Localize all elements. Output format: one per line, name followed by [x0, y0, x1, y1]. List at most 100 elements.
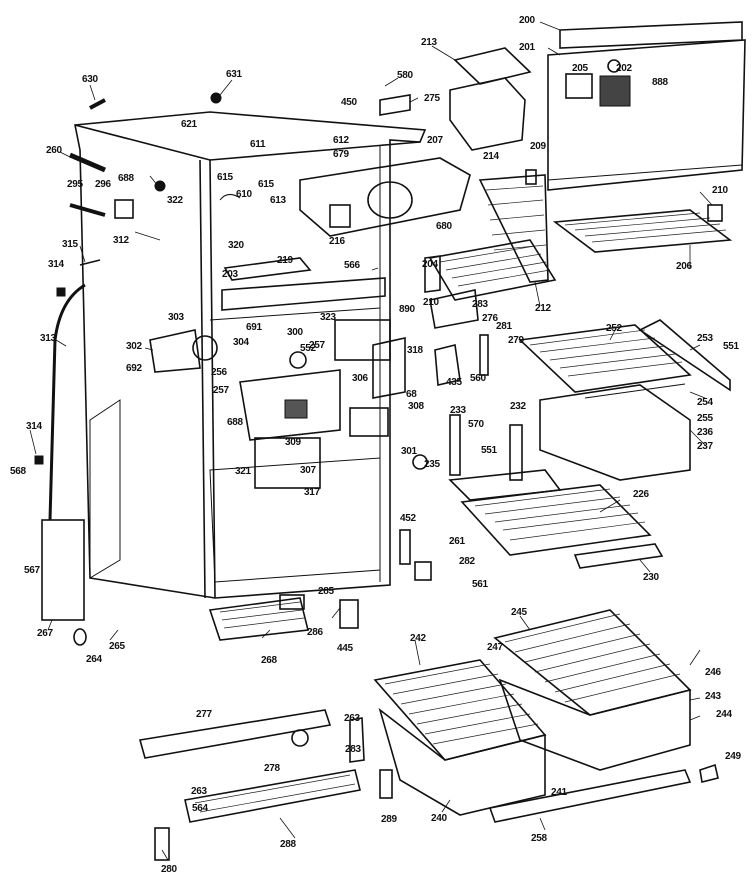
callout-label: 308 [408, 401, 424, 412]
evaporator-cover-207 [299, 157, 471, 237]
callout-label: 450 [341, 97, 357, 108]
crisper-pans-240-246 [373, 609, 692, 823]
callout-label: 252 [606, 323, 622, 334]
callout-label: 314 [26, 421, 42, 432]
callout-label: 692 [126, 363, 142, 374]
callout-label: 260 [46, 145, 62, 156]
callout-label: 318 [407, 345, 423, 356]
callout-label: 210 [712, 185, 728, 196]
callout-label: 253 [697, 333, 713, 344]
callout-label: 232 [510, 401, 526, 412]
rail-253 [638, 319, 731, 392]
callout-label: 258 [531, 833, 547, 844]
callout-label: 244 [716, 709, 732, 720]
ice-tray-213-214 [449, 47, 532, 151]
left-small-parts [34, 92, 222, 521]
shelf-226 [448, 469, 664, 569]
callout-label: 240 [431, 813, 447, 824]
callout-label: 691 [246, 322, 262, 333]
callout-label: 281 [496, 321, 512, 332]
callout-label: 306 [352, 373, 368, 384]
callout-label: 233 [450, 405, 466, 416]
callout-label: 890 [399, 304, 415, 315]
callout-label: 289 [381, 814, 397, 825]
callout-label: 282 [459, 556, 475, 567]
leader-lines [29, 21, 713, 861]
callout-label: 283 [345, 744, 361, 755]
callout-label: 321 [235, 466, 251, 477]
callout-label: 236 [697, 427, 713, 438]
callout-label: 230 [643, 572, 659, 583]
callout-label: 256 [211, 367, 227, 378]
callout-label: 267 [37, 628, 53, 639]
callout-label: 435 [446, 377, 462, 388]
callout-label: 288 [280, 839, 296, 850]
callout-label: 580 [397, 70, 413, 81]
callout-label: 302 [126, 341, 142, 352]
callout-label: 261 [449, 536, 465, 547]
callout-label: 315 [62, 239, 78, 250]
callout-label: 254 [697, 397, 713, 408]
callout-label: 566 [344, 260, 360, 271]
callout-label: 615 [258, 179, 274, 190]
freezer-shelf-206 [552, 209, 733, 253]
callout-label: 280 [161, 864, 177, 875]
callout-label: 263 [191, 786, 207, 797]
callout-label: 235 [424, 459, 440, 470]
meat-pan-252-255 [518, 324, 692, 481]
callout-label: 314 [48, 259, 64, 270]
callout-label: 301 [401, 446, 417, 457]
callout-label: 615 [217, 172, 233, 183]
callout-label: 688 [118, 173, 134, 184]
callout-label: 210 [423, 297, 439, 308]
callout-label: 570 [468, 419, 484, 430]
callout-label: 201 [519, 42, 535, 53]
callout-label: 200 [519, 15, 535, 26]
callout-label: 320 [228, 240, 244, 251]
callout-label: 279 [508, 335, 524, 346]
callout-label: 304 [233, 337, 249, 348]
callout-label: 268 [261, 655, 277, 666]
callout-label: 611 [250, 139, 266, 150]
callout-label: 679 [333, 149, 349, 160]
callout-label: 263 [344, 713, 360, 724]
callout-label: 278 [264, 763, 280, 774]
callout-label: 242 [410, 633, 426, 644]
callout-label: 323 [320, 312, 336, 323]
callout-label: 317 [304, 487, 320, 498]
callout-label: 613 [270, 195, 286, 206]
control-assembly-300-309 [149, 319, 406, 489]
callout-label: 283 [472, 299, 488, 310]
callout-label: 212 [535, 303, 551, 314]
callout-label: 257 [309, 340, 325, 351]
callout-label: 551 [723, 341, 739, 352]
callout-label: 247 [487, 642, 503, 653]
callout-label: 216 [329, 236, 345, 247]
callout-label: 214 [483, 151, 499, 162]
freezer-panel-200-201 [547, 21, 746, 191]
callout-label: 219 [277, 255, 293, 266]
callout-label: 680 [436, 221, 452, 232]
callout-label: 243 [705, 691, 721, 702]
callout-label: 307 [300, 465, 316, 476]
cabinet-body [74, 111, 427, 599]
callout-label: 207 [427, 135, 443, 146]
callout-label: 265 [109, 641, 125, 652]
callout-label: 312 [113, 235, 129, 246]
callout-label: 286 [307, 627, 323, 638]
callout-label: 309 [285, 437, 301, 448]
right-hardware [379, 94, 723, 783]
callout-label: 237 [697, 441, 713, 452]
callout-label: 621 [181, 119, 197, 130]
callout-label: 610 [236, 189, 252, 200]
callout-label: 313 [40, 333, 56, 344]
callout-label: 209 [530, 141, 546, 152]
callout-label: 205 [572, 63, 588, 74]
freezer-shelf-212 [428, 174, 557, 301]
callout-label: 445 [337, 643, 353, 654]
callout-label: 552 [300, 343, 316, 354]
callout-label: 568 [10, 466, 26, 477]
callout-label: 303 [168, 312, 184, 323]
lower-parts [41, 519, 393, 861]
